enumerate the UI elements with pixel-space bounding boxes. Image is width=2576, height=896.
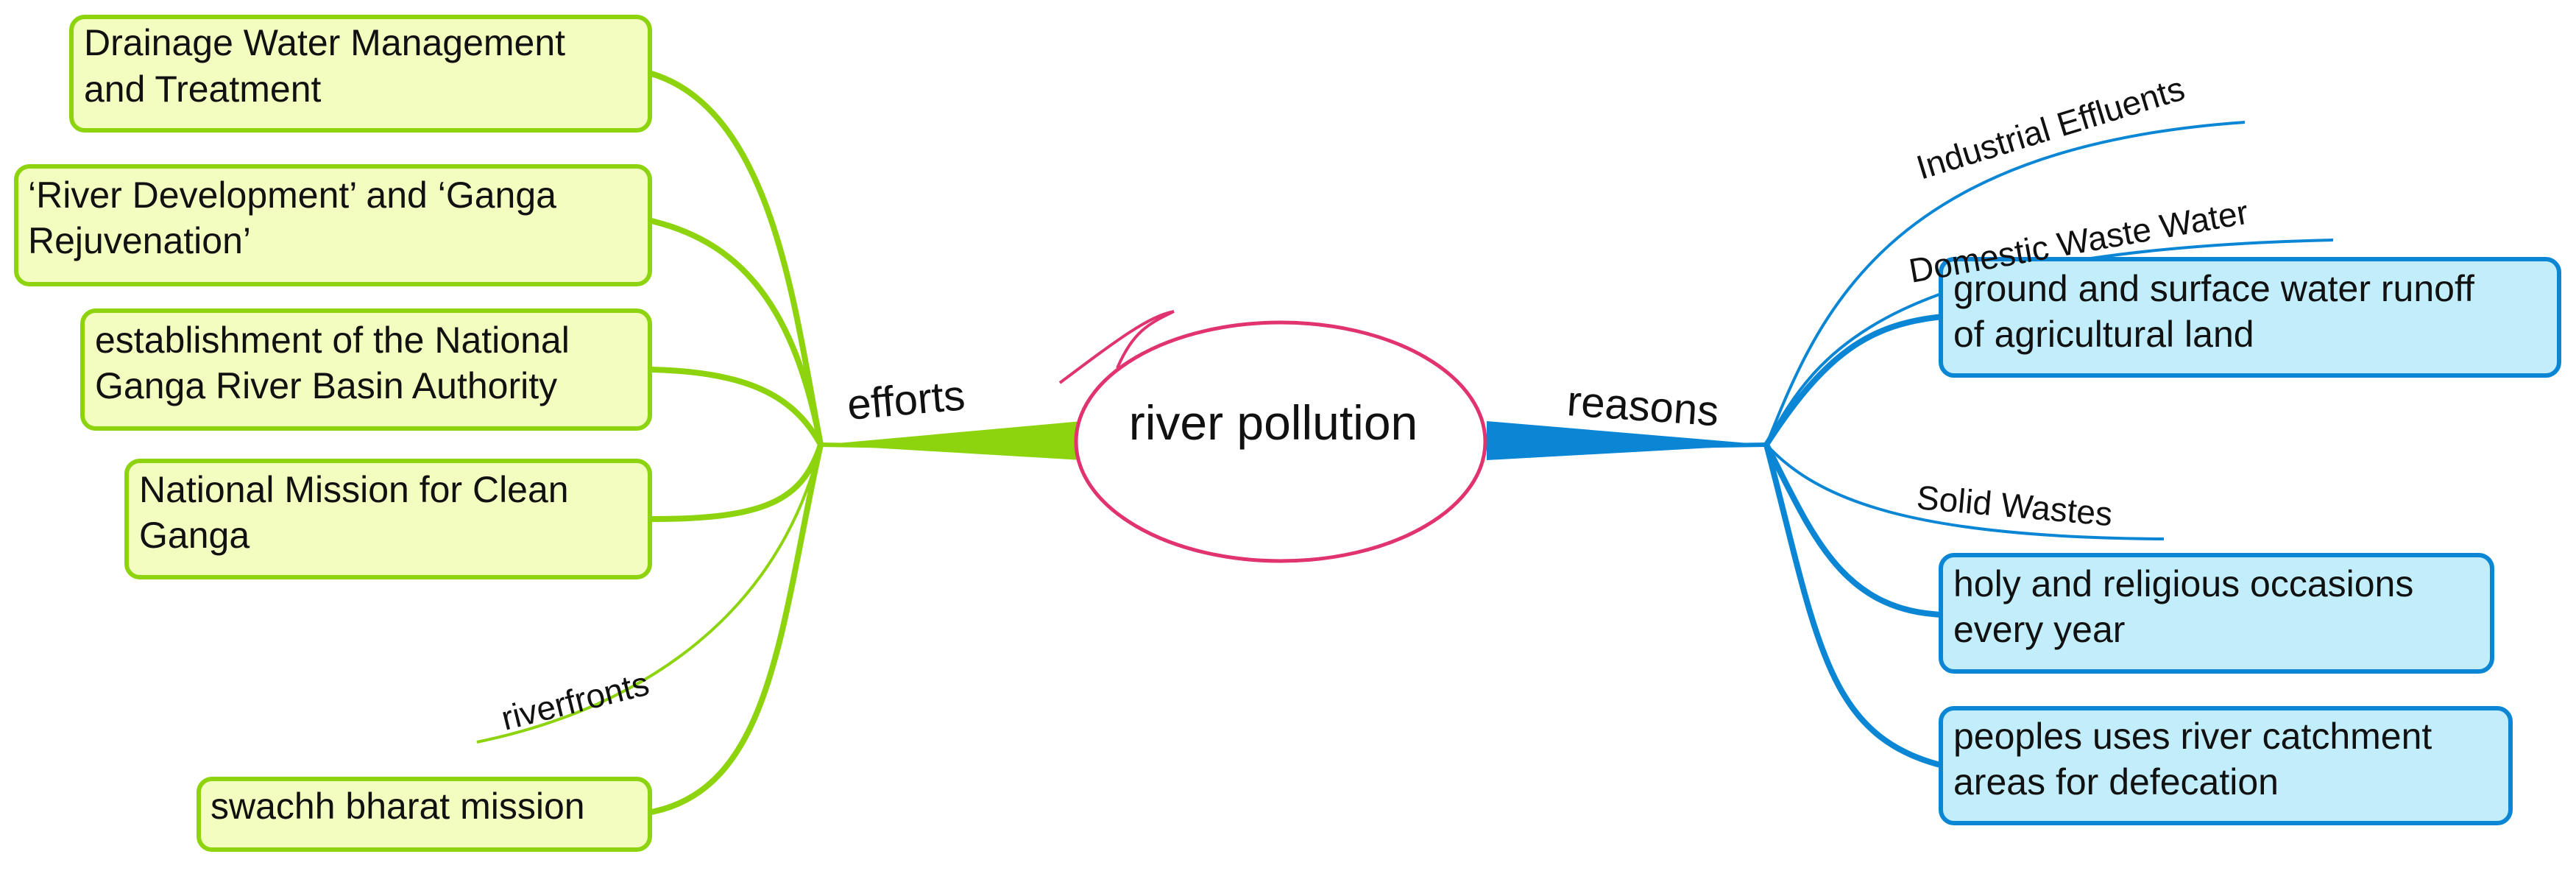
reasons-item-6-line-1: peoples uses river catchment [1953,716,2432,757]
efforts-connector-4 [651,443,824,522]
efforts-main-connector [821,421,1082,460]
efforts-item-5-label: riverfronts [498,664,653,738]
efforts-item-1-line-1: Drainage Water Management [84,22,565,63]
central-topic-label: river pollution [1129,395,1418,450]
efforts-hub-connector [820,442,1083,451]
reasons-box-5[interactable] [1939,553,2494,674]
reasons-connector-4 [1765,443,2165,540]
reasons-item-5-line-1: holy and religious occasions [1953,563,2413,604]
reasons-branch-label: reasons [1565,377,1720,435]
reasons-item-1-label: Industrial Effluents [1912,68,2189,186]
reasons-box-3[interactable] [1939,257,2561,378]
reasons-branch: Industrial Effluents Domestic Waste Wate… [1486,68,2561,825]
reasons-connector-2 [1765,239,2334,445]
efforts-item-4-line-1: National Mission for Clean [139,469,569,510]
efforts-item-2-line-2: Rejuvenation’ [28,220,251,261]
efforts-item-3-line-2: Ganga River Basin Authority [95,365,557,406]
efforts-item-3-line-1: establishment of the National [95,320,570,361]
reasons-connector-3 [1763,314,1944,447]
reasons-connector-1 [1765,121,2246,445]
efforts-connector-6 [651,444,824,815]
reasons-box-6[interactable] [1939,706,2513,825]
reasons-hub-connector [1486,442,1767,451]
efforts-box-4[interactable] [124,459,652,579]
efforts-item-4-line-2: Ganga [139,515,250,556]
efforts-item-6-line-1: swachh bharat mission [210,786,585,827]
efforts-connector-3 [651,367,824,446]
reasons-item-3-line-2: of agricultural land [1953,314,2254,355]
efforts-box-2[interactable] [14,164,652,286]
central-topic[interactable]: river pollution [1058,310,1487,563]
efforts-item-2-line-1: ‘River Development’ and ‘Ganga [28,174,556,216]
reasons-main-connector [1487,421,1766,460]
reasons-item-3-line-1: ground and surface water runoff [1953,268,2474,309]
reasons-connector-6 [1763,443,1944,769]
efforts-connector-5 [476,444,822,744]
reasons-connector-5 [1763,443,1944,618]
central-topic-tail [1058,310,1175,384]
efforts-box-6[interactable] [197,777,652,852]
efforts-branch-label: efforts [845,371,966,429]
efforts-item-1-line-2: and Treatment [84,68,322,110]
efforts-connector-2 [651,218,824,445]
efforts-branch: Drainage Water Management and Treatment … [14,15,1083,852]
reasons-item-5-line-2: every year [1953,609,2125,650]
central-topic-ellipse [1074,320,1487,563]
efforts-connector-1 [650,71,824,445]
efforts-box-3[interactable] [80,308,652,431]
efforts-box-1[interactable] [69,15,652,133]
reasons-item-6-line-2: areas for defecation [1953,761,2279,802]
